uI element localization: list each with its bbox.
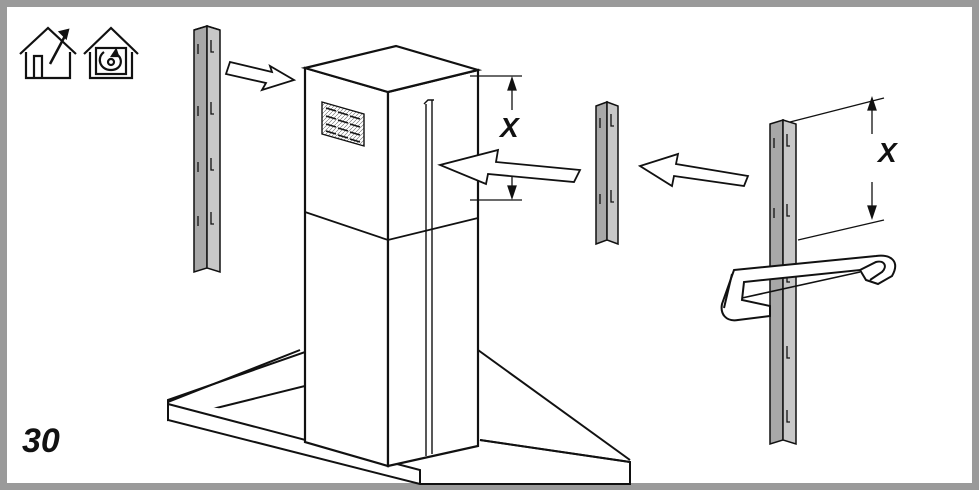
- hacksaw-icon: [720, 254, 897, 322]
- house-ducted-extraction-icon: [19, 26, 77, 80]
- dimension-label-right: X: [878, 137, 897, 168]
- arrow-cut-to-middle: [637, 152, 750, 188]
- chimney-body: [300, 44, 483, 468]
- chimney-inner-section-left: [193, 24, 221, 274]
- dimension-label-left: X: [500, 112, 519, 143]
- dimension-x-right: [789, 95, 885, 241]
- house-recirculation-icon: [83, 26, 139, 80]
- chimney-cut-section: [595, 100, 619, 246]
- arrow-insert-middle: [437, 148, 582, 186]
- chimney-section-to-cut: [769, 118, 797, 446]
- step-number: 30: [22, 422, 60, 460]
- arrow-insert-left: [224, 60, 297, 92]
- vent-grille: [321, 101, 365, 147]
